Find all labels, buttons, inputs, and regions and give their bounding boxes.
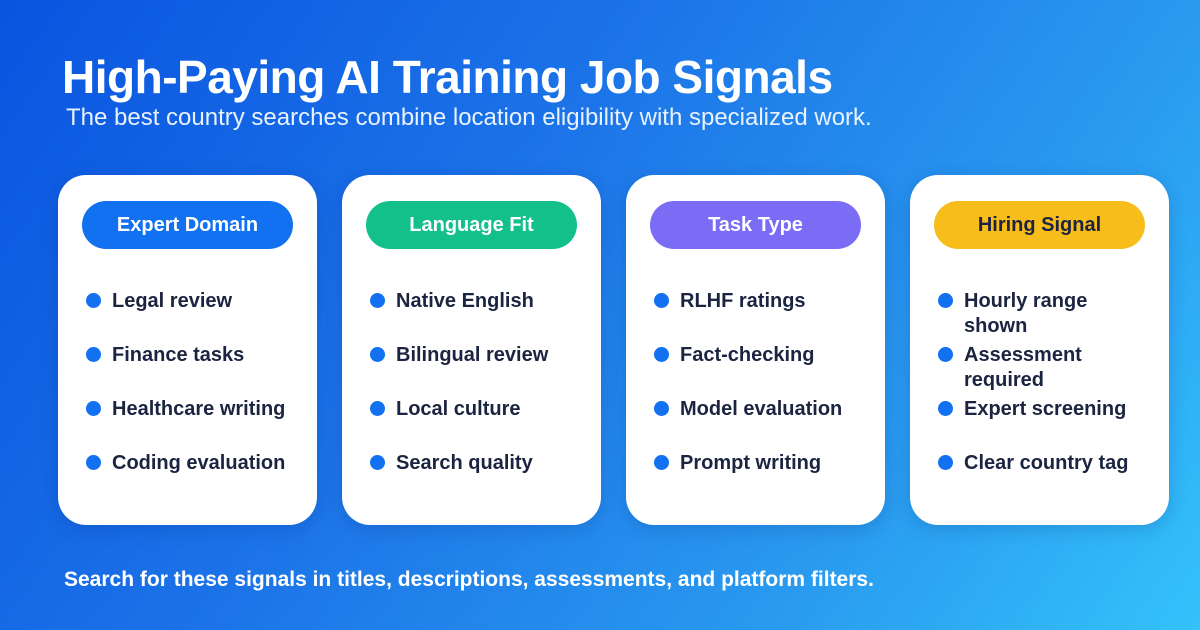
list-item-label: Expert screening [964,398,1127,420]
list-item-label: Finance tasks [112,344,245,366]
bullet-dot-icon [654,293,669,308]
card-expert-domain: Expert Domain Legal review Finance tasks… [58,175,317,525]
list-item-label: Hourly range shown [964,290,1088,337]
card-language-fit: Language Fit Native English Bilingual re… [342,175,601,525]
bullet-dot-icon [86,401,101,416]
list-item-label: Clear country tag [964,452,1129,474]
bullet-dot-icon [938,293,953,308]
list-item-label: Assessment required [964,344,1082,391]
bullet-dot-icon [370,293,385,308]
card-list: RLHF ratings Fact-checking Model evaluat… [654,289,864,505]
list-item: Assessment required [938,343,1148,397]
list-item: Fact-checking [654,343,864,397]
list-item: Bilingual review [370,343,580,397]
list-item-label: Bilingual review [396,344,549,366]
card-badge-hiring-signal: Hiring Signal [934,201,1145,249]
card-list: Native English Bilingual review Local cu… [370,289,580,505]
page-subtitle: The best country searches combine locati… [66,104,872,131]
list-item-label: Local culture [396,398,521,420]
bullet-dot-icon [370,347,385,362]
bullet-dot-icon [654,401,669,416]
list-item: Local culture [370,397,580,451]
list-item: Prompt writing [654,451,864,505]
list-item: Model evaluation [654,397,864,451]
footer-note: Search for these signals in titles, desc… [64,568,874,591]
list-item: Search quality [370,451,580,505]
card-task-type: Task Type RLHF ratings Fact-checking Mod… [626,175,885,525]
bullet-dot-icon [938,401,953,416]
card-badge-expert-domain: Expert Domain [82,201,293,249]
card-hiring-signal: Hiring Signal Hourly range shown Assessm… [910,175,1169,525]
list-item: Hourly range shown [938,289,1148,343]
bullet-dot-icon [86,293,101,308]
list-item: Finance tasks [86,343,296,397]
bullet-dot-icon [370,401,385,416]
list-item-label: Legal review [112,290,233,312]
list-item: RLHF ratings [654,289,864,343]
list-item: Legal review [86,289,296,343]
card-list: Legal review Finance tasks Healthcare wr… [86,289,296,505]
list-item-label: Healthcare writing [112,398,286,420]
list-item: Coding evaluation [86,451,296,505]
card-badge-language-fit: Language Fit [366,201,577,249]
list-item-label: Model evaluation [680,398,843,420]
list-item-label: Coding evaluation [112,452,286,474]
card-badge-task-type: Task Type [650,201,861,249]
bullet-dot-icon [938,347,953,362]
list-item-label: Fact-checking [680,344,815,366]
bullet-dot-icon [654,347,669,362]
list-item-label: Native English [396,290,534,312]
page-title: High-Paying AI Training Job Signals [62,51,833,103]
list-item-label: Prompt writing [680,452,822,474]
signal-cards: Expert Domain Legal review Finance tasks… [58,175,1170,525]
card-list: Hourly range shown Assessment required E… [938,289,1148,505]
list-item-label: Search quality [396,452,533,474]
list-item: Healthcare writing [86,397,296,451]
bullet-dot-icon [654,455,669,470]
list-item-label: RLHF ratings [680,290,806,312]
list-item: Native English [370,289,580,343]
bullet-dot-icon [86,455,101,470]
list-item: Clear country tag [938,451,1148,505]
bullet-dot-icon [370,455,385,470]
bullet-dot-icon [86,347,101,362]
list-item: Expert screening [938,397,1148,451]
bullet-dot-icon [938,455,953,470]
